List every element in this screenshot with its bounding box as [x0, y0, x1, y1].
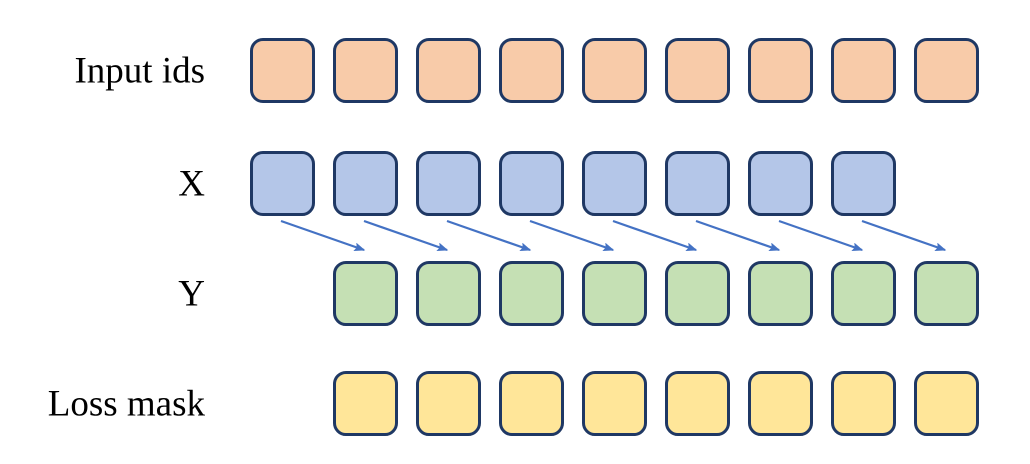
token-box-x-4 [499, 151, 564, 216]
shift-arrow-7 [778, 219, 864, 252]
token-box-loss-mask-8 [914, 371, 979, 436]
token-box-loss-mask-2 [416, 371, 481, 436]
token-box-input-ids-9 [914, 38, 979, 103]
token-box-y-7 [831, 261, 896, 326]
token-box-loss-mask-5 [665, 371, 730, 436]
token-box-loss-mask-3 [499, 371, 564, 436]
token-box-x-7 [748, 151, 813, 216]
token-box-input-ids-8 [831, 38, 896, 103]
token-box-x-3 [416, 151, 481, 216]
row-label-loss-mask: Loss mask [47, 383, 205, 425]
token-box-input-ids-3 [416, 38, 481, 103]
token-box-x-5 [582, 151, 647, 216]
token-box-input-ids-2 [333, 38, 398, 103]
token-box-loss-mask-6 [748, 371, 813, 436]
token-box-loss-mask-1 [333, 371, 398, 436]
token-box-loss-mask-4 [582, 371, 647, 436]
token-box-x-2 [333, 151, 398, 216]
token-box-input-ids-6 [665, 38, 730, 103]
token-box-y-3 [499, 261, 564, 326]
token-box-input-ids-5 [582, 38, 647, 103]
shift-arrow-8 [861, 219, 947, 252]
shift-arrow-4 [529, 219, 615, 252]
shift-arrow-5 [612, 219, 698, 252]
row-label-input-ids: Input ids [74, 50, 205, 92]
shift-arrow-6 [695, 219, 781, 252]
token-box-y-5 [665, 261, 730, 326]
token-box-x-1 [250, 151, 315, 216]
token-box-input-ids-1 [250, 38, 315, 103]
row-label-x: X [178, 163, 205, 205]
token-box-y-8 [914, 261, 979, 326]
token-box-x-6 [665, 151, 730, 216]
token-box-y-2 [416, 261, 481, 326]
token-box-y-1 [333, 261, 398, 326]
token-box-x-8 [831, 151, 896, 216]
shift-arrow-1 [280, 219, 366, 252]
token-box-input-ids-7 [748, 38, 813, 103]
shift-arrow-3 [446, 219, 532, 252]
token-box-y-6 [748, 261, 813, 326]
token-box-loss-mask-7 [831, 371, 896, 436]
token-box-y-4 [582, 261, 647, 326]
row-label-y: Y [178, 273, 205, 315]
shift-arrow-2 [363, 219, 449, 252]
token-box-input-ids-4 [499, 38, 564, 103]
